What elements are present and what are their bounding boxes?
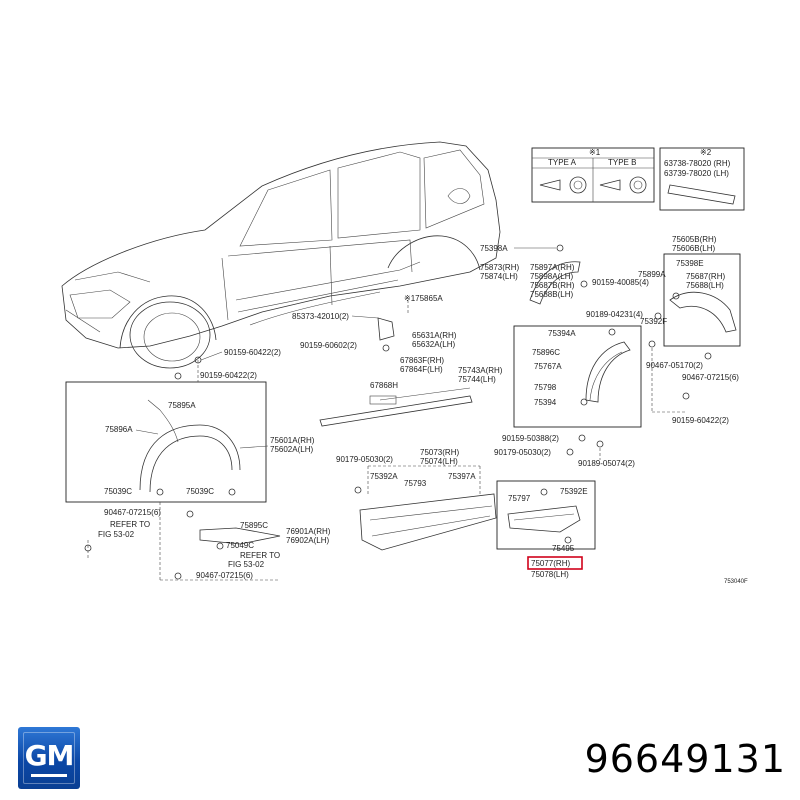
label-75049C: 75049C	[226, 541, 254, 550]
label-75896A: 75896A	[105, 425, 133, 434]
label-75392F: 75392F	[640, 317, 667, 326]
label-75897A: 75897A(RH)	[530, 263, 575, 272]
label-67868H: 67868H	[370, 381, 398, 390]
legend-1-title: ※1	[589, 148, 601, 157]
gm-logo: GM	[18, 727, 80, 789]
rear-fender-group: 75394A 75896C 75767A 75798 75394 75392F	[513, 317, 667, 428]
label-75896C: 75896C	[532, 348, 560, 357]
label-76901A: 76901A(RH)	[286, 527, 331, 536]
label-75744: 75744(LH)	[458, 375, 496, 384]
legend-type-a: TYPE A	[548, 158, 577, 167]
label-75899A: 75899A	[638, 270, 666, 279]
label-65631A: 65631A(RH)	[412, 331, 457, 340]
label-90159-60422-b: 90159-60422(2)	[200, 371, 257, 380]
rear-upper-labels: 75398A 75873(RH) 75874(LH) 75897A(RH) 75…	[480, 244, 662, 320]
label-75793: 75793	[404, 479, 427, 488]
label-75601A: 75601A(RH)	[270, 436, 315, 445]
label-90467-05170: 90467-05170(2)	[646, 361, 703, 370]
label-75797: 75797	[508, 494, 531, 503]
label-75865A: ※175865A	[404, 294, 443, 303]
legend-2-line2: 63739-78020 (LH)	[664, 169, 729, 178]
label-67864F: 67864F(LH)	[400, 365, 443, 374]
label-67863F: 67863F(RH)	[400, 356, 444, 365]
rocker-group: 90179-05030(2) 75073(RH) 75074(LH) 75392…	[336, 448, 497, 551]
rear-flare-group: 75605B(RH) 75606B(LH) 75398E 75899A 7568…	[638, 235, 741, 425]
rocker-end-group: 75797 75392E 75495 75077(RH) 75078(LH)	[496, 480, 596, 579]
label-75073: 75073(RH)	[420, 448, 459, 457]
label-75688B: 75688B(LH)	[530, 290, 573, 299]
front-area-labels: 90159-60422(2) 90159-60422(2) 90467-0721…	[84, 348, 331, 581]
label-75039C-a: 75039C	[104, 487, 132, 496]
label-75605B: 75605B(RH)	[672, 235, 717, 244]
label-75874: 75874(LH)	[480, 272, 518, 281]
legend-2-line1: 63738-78020 (RH)	[664, 159, 731, 168]
label-75687B: 75687B(RH)	[530, 281, 575, 290]
legend-type-box: ※1 TYPE A TYPE B	[531, 147, 655, 203]
label-75394A: 75394A	[548, 329, 576, 338]
clip-type-b-icon	[599, 176, 647, 194]
refer-1-line1: REFER TO	[110, 520, 150, 529]
label-75392E: 75392E	[560, 487, 588, 496]
label-90159-60422-a: 90159-60422(2)	[224, 348, 281, 357]
label-75743A: 75743A(RH)	[458, 366, 503, 375]
label-75398A: 75398A	[480, 244, 508, 253]
label-90179-05030-b: 90179-05030(2)	[494, 448, 551, 457]
label-75688: 75688(LH)	[686, 281, 724, 290]
label-75898A: 75898A(LH)	[530, 272, 573, 281]
gm-logo-text: GM	[24, 739, 75, 772]
label-85373: 85373-42010(2)	[292, 312, 349, 321]
label-75039C-b: 75039C	[186, 487, 214, 496]
label-75602A: 75602A(LH)	[270, 445, 313, 454]
legend-molding-box: ※2 63738-78020 (RH) 63739-78020 (LH)	[659, 147, 745, 211]
label-90159-50388: 90159-50388(2)	[502, 434, 559, 443]
front-fender-group: 75895A 75896A 75601A(RH) 75602A(LH) 7503…	[65, 381, 315, 503]
label-75392A: 75392A	[370, 472, 398, 481]
clip-type-a-icon	[539, 176, 587, 194]
legend-2-title: ※2	[700, 148, 712, 157]
label-75873: 75873(RH)	[480, 263, 519, 272]
label-90189-04231: 90189-04231(4)	[586, 310, 643, 319]
label-90159-60602: 90159-60602(2)	[300, 341, 357, 350]
rear-lower-clips: 90159-50388(2) 90179-05030(2) 90189-0507…	[494, 434, 635, 468]
refer-2-line2: FIG 53-02	[228, 560, 265, 569]
refer-1-line2: FIG 53-02	[98, 530, 135, 539]
part-number: 96649131	[584, 737, 786, 781]
label-90467-07215-b: 90467-07215(6)	[196, 571, 253, 580]
label-90159-60422-c: 90159-60422(2)	[672, 416, 729, 425]
label-90189-05074: 90189-05074(2)	[578, 459, 635, 468]
drawing-code: 753040F	[724, 579, 748, 585]
refer-2-line1: REFER TO	[240, 551, 280, 560]
label-75394: 75394	[534, 398, 557, 407]
label-75767A: 75767A	[534, 362, 562, 371]
label-75398E: 75398E	[676, 259, 704, 268]
label-75078: 75078(LH)	[531, 570, 569, 579]
label-75687: 75687(RH)	[686, 272, 725, 281]
legend-type-b: TYPE B	[608, 158, 636, 167]
vehicle-outline	[61, 141, 501, 369]
molding-strip-icon	[667, 184, 736, 205]
label-75606B: 75606B(LH)	[672, 244, 715, 253]
label-90467-07215-c: 90467-07215(6)	[682, 373, 739, 382]
label-90179-05030-a: 90179-05030(2)	[336, 455, 393, 464]
label-65632A: 65632A(LH)	[412, 340, 455, 349]
center-upper-labels: ※175865A 85373-42010(2) 90159-60602(2) 6…	[292, 294, 503, 427]
label-75074: 75074(LH)	[420, 457, 458, 466]
label-90467-07215-a: 90467-07215(6)	[104, 508, 161, 517]
label-76902A: 76902A(LH)	[286, 536, 329, 545]
label-75397A: 75397A	[448, 472, 476, 481]
label-75495: 75495	[552, 544, 575, 553]
highlighted-part-75077	[527, 556, 583, 570]
label-75895A: 75895A	[168, 401, 196, 410]
label-75077: 75077(RH)	[531, 559, 570, 568]
label-75798: 75798	[534, 383, 557, 392]
label-75895C: 75895C	[240, 521, 268, 530]
label-90159-40085: 90159-40085(4)	[592, 278, 649, 287]
